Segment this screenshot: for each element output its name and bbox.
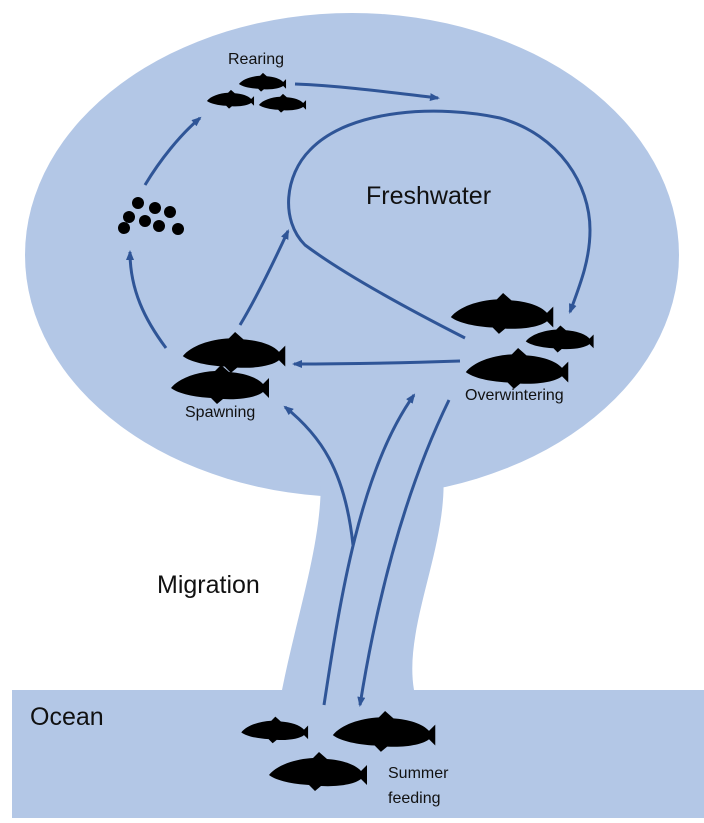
water-regions <box>12 13 704 818</box>
ocean-region <box>12 690 704 818</box>
freshwater-lake <box>25 13 679 497</box>
summer-feeding-label-line1: Summer <box>388 765 449 782</box>
freshwater-label: Freshwater <box>366 182 491 210</box>
spawning-label: Spawning <box>185 404 255 421</box>
migration-label: Migration <box>157 571 260 599</box>
overwintering-label: Overwintering <box>465 387 564 404</box>
rearing-label: Rearing <box>228 51 284 68</box>
ocean-label: Ocean <box>30 703 104 731</box>
summer-feeding-label-line2: feeding <box>388 790 441 807</box>
